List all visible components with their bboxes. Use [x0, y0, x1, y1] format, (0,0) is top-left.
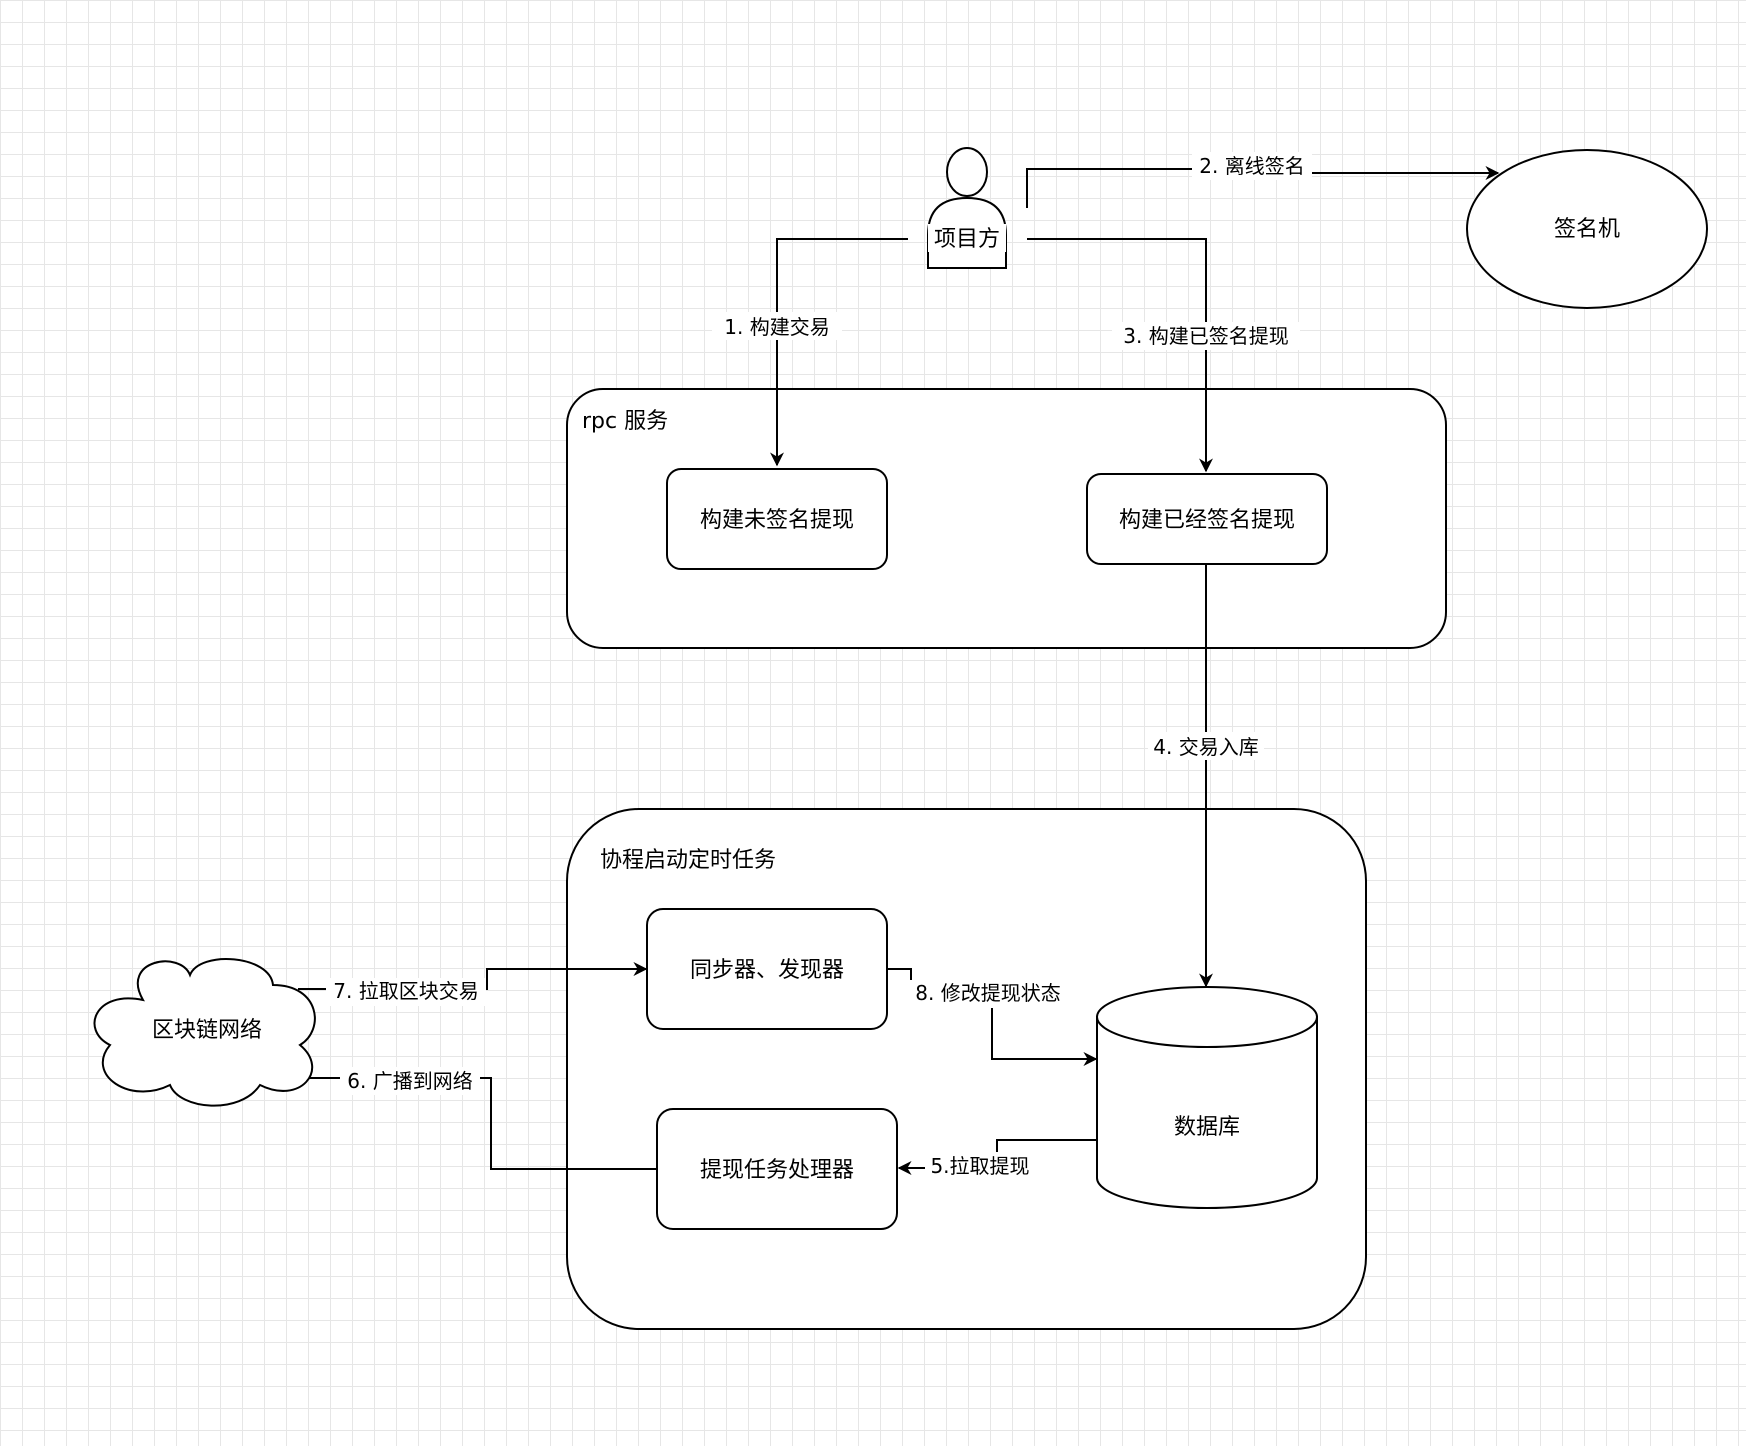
withdrawal-processor-label: 提现任务处理器 [700, 1158, 854, 1183]
edge-2-label: 2. 离线签名 [1199, 154, 1304, 178]
edge-4-transaction-to-db[interactable]: 4. 交易入库 [1148, 565, 1264, 988]
edge-1-label: 1. 构建交易 [724, 315, 829, 339]
edge-4-label: 4. 交易入库 [1153, 735, 1258, 759]
edge-8-update-withdrawal-status[interactable]: 8. 修改提现状态 [887, 968, 1098, 1066]
syncer-discoverer-label: 同步器、发现器 [690, 958, 844, 983]
database-label: 数据库 [1174, 1115, 1240, 1140]
edge-3-build-signed-withdrawal[interactable]: 3. 构建已签名提现 [1027, 238, 1300, 473]
signer-node[interactable]: 签名机 [1466, 149, 1708, 309]
rpc-service-group[interactable]: rpc 服务 [566, 388, 1447, 649]
edge-7-fetch-block-transactions[interactable]: 7. 拉取区块交易 [298, 962, 648, 1006]
edge-1-build-transaction[interactable]: 1. 构建交易 [712, 238, 908, 467]
edge-6-broadcast-to-network[interactable]: 6. 广播到网络 [278, 1067, 656, 1170]
edge-8-label: 8. 修改提现状态 [915, 981, 1060, 1005]
coroutine-task-label: 协程启动定时任务 [600, 848, 776, 873]
blockchain-network-label: 区块链网络 [152, 1018, 262, 1043]
project-party-actor[interactable]: 项目方 [927, 147, 1007, 269]
build-signed-withdrawal-box[interactable]: 构建已经签名提现 [1086, 473, 1328, 565]
edge-2-offline-sign[interactable]: 2. 离线签名 [1026, 152, 1500, 208]
build-signed-withdrawal-label: 构建已经签名提现 [1119, 508, 1295, 533]
signer-label: 签名机 [1554, 217, 1620, 242]
withdrawal-processor-box[interactable]: 提现任务处理器 [656, 1108, 898, 1230]
syncer-discoverer-box[interactable]: 同步器、发现器 [646, 908, 888, 1030]
blockchain-network-cloud[interactable]: 区块链网络 [93, 958, 316, 1107]
edge-6-label: 6. 广播到网络 [347, 1069, 472, 1093]
edge-5-label: 5.拉取提现 [930, 1154, 1029, 1178]
edge-7-label: 7. 拉取区块交易 [333, 979, 478, 1003]
project-party-label: 项目方 [934, 227, 1000, 252]
edge-5-fetch-withdrawal[interactable]: 5.拉取提现 [897, 1139, 1096, 1180]
edge-3-label: 3. 构建已签名提现 [1123, 324, 1288, 348]
build-unsigned-withdrawal-box[interactable]: 构建未签名提现 [666, 468, 888, 570]
build-unsigned-withdrawal-label: 构建未签名提现 [700, 508, 854, 533]
rpc-service-label: rpc 服务 [582, 409, 668, 434]
database-cylinder[interactable]: 数据库 [1096, 986, 1318, 1209]
